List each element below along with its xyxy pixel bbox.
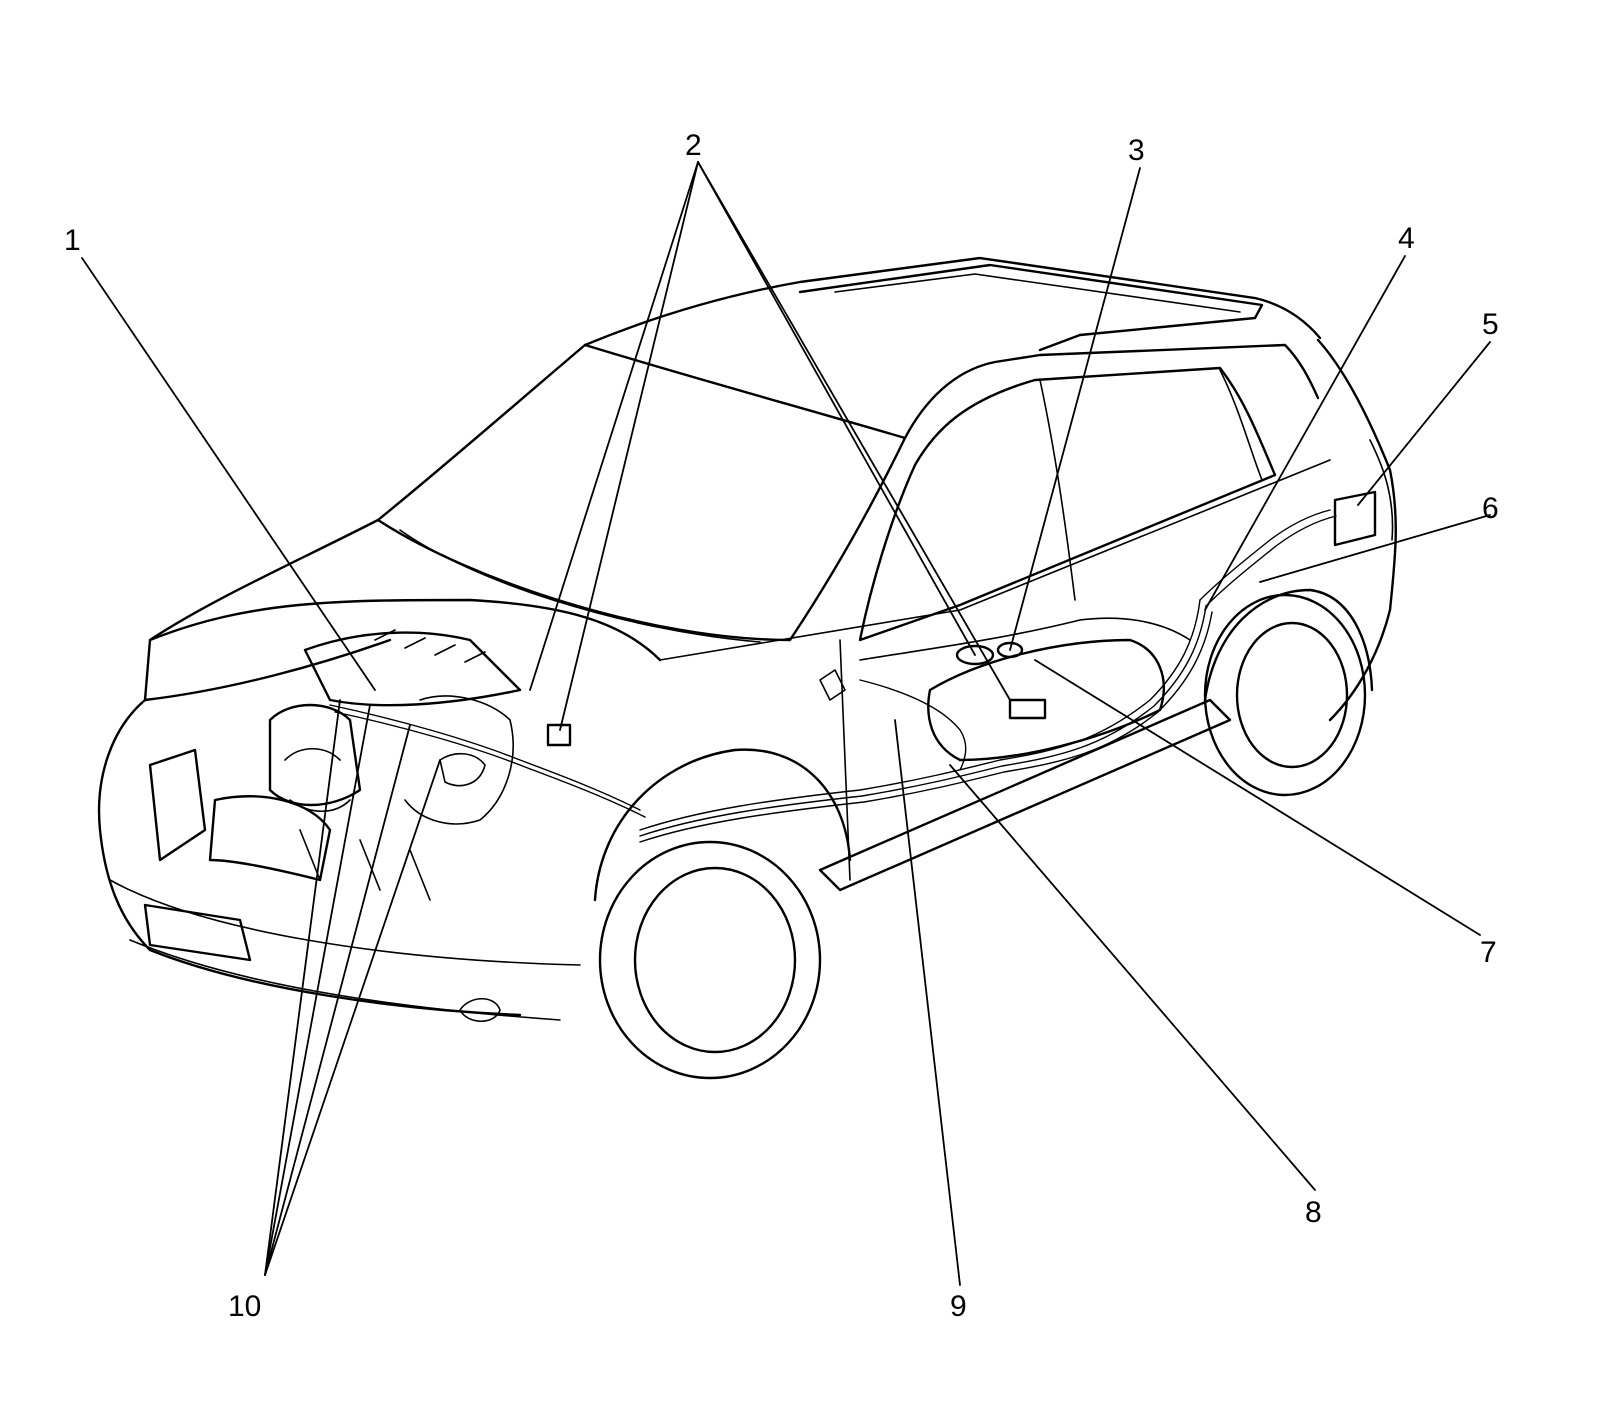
hood-edge (148, 598, 662, 662)
engine-detail-1 (284, 748, 351, 812)
engine-cover (303, 631, 522, 707)
leader-10a (264, 699, 341, 1276)
leader-10b (264, 704, 371, 1276)
leader-1 (81, 257, 376, 691)
callout-7: 7 (1480, 936, 1497, 969)
leader-4 (1204, 255, 1406, 611)
tail-lamp (1369, 439, 1394, 541)
callout-9: 9 (950, 1290, 967, 1323)
leader-9 (894, 719, 961, 1286)
leader-8 (949, 764, 1316, 1191)
canister (1008, 698, 1047, 720)
engine-bay (268, 629, 646, 901)
bumper-line (109, 879, 581, 966)
leader-3 (1009, 167, 1141, 651)
rear-axle (1079, 617, 1191, 641)
line-bundle-a (639, 599, 1201, 831)
lower-grille (143, 903, 252, 962)
line-bundle-d (859, 679, 967, 771)
leader-2d (697, 161, 1011, 701)
front-fascia (97, 698, 522, 1017)
underhood-harness (329, 704, 641, 811)
rear-wheel-arch (1203, 588, 1374, 702)
fog-lamp (459, 997, 501, 1023)
floor-line (859, 619, 1081, 661)
callout-1: 1 (64, 224, 81, 257)
rocker-panel (818, 698, 1232, 892)
callout-5: 5 (1482, 308, 1499, 341)
roof-outline (583, 256, 1322, 347)
callout-labels: 1 2 3 4 5 6 7 8 9 10 (64, 129, 1499, 1323)
leader-10c (264, 724, 411, 1276)
callout-2: 2 (685, 129, 702, 162)
callout-10: 10 (228, 1290, 261, 1323)
grille-surround (148, 748, 207, 862)
roof-rack-inner (834, 273, 1241, 313)
callout-3: 3 (1128, 134, 1145, 167)
fuel-tank (927, 638, 1165, 762)
front-wheel-arch (593, 748, 852, 902)
leader-2b (559, 161, 699, 731)
engine-detail-4 (299, 829, 431, 901)
callout-6: 6 (1482, 492, 1499, 525)
front-pillar (903, 343, 1320, 440)
leader-2c (697, 161, 976, 656)
callout-4: 4 (1398, 222, 1415, 255)
engine-detail-2 (404, 695, 514, 825)
fuel-filler-pipe-2 (1205, 515, 1337, 607)
windshield-inner (399, 529, 761, 643)
fuel-filler-pipe (1199, 509, 1331, 601)
intake-manifold (374, 629, 486, 663)
rear-wheel (1203, 593, 1367, 797)
beltline (659, 459, 1331, 661)
line-bundle-c (639, 611, 1213, 843)
leader-6 (1259, 514, 1491, 583)
fuel-pump-module (955, 644, 995, 666)
evap-bracket (819, 669, 846, 701)
callout-8: 8 (1305, 1196, 1322, 1229)
engine-block (268, 703, 362, 807)
underhood-harness-2 (334, 711, 646, 818)
underbody-lines (639, 509, 1337, 843)
leader-10d (264, 759, 441, 1276)
b-pillar (1039, 379, 1076, 601)
fuel-tank-vent (996, 641, 1024, 659)
c-pillar (1219, 369, 1263, 481)
leader-5 (1357, 341, 1491, 506)
side-windows (858, 366, 1277, 642)
front-wheel (598, 840, 822, 1080)
relay-box (546, 723, 572, 747)
line-bundle-b (639, 605, 1207, 837)
rear-quarter (1316, 338, 1397, 722)
leader-7 (1034, 659, 1481, 936)
leader-lines (81, 161, 1491, 1286)
bumper-line-lower (129, 939, 561, 1021)
headlamp (208, 795, 332, 882)
roof-rack (798, 263, 1264, 352)
vehicle-body (97, 256, 1397, 1080)
fuel-door (1333, 490, 1377, 547)
engine-detail-3 (439, 752, 486, 787)
leader-2a (529, 161, 699, 691)
